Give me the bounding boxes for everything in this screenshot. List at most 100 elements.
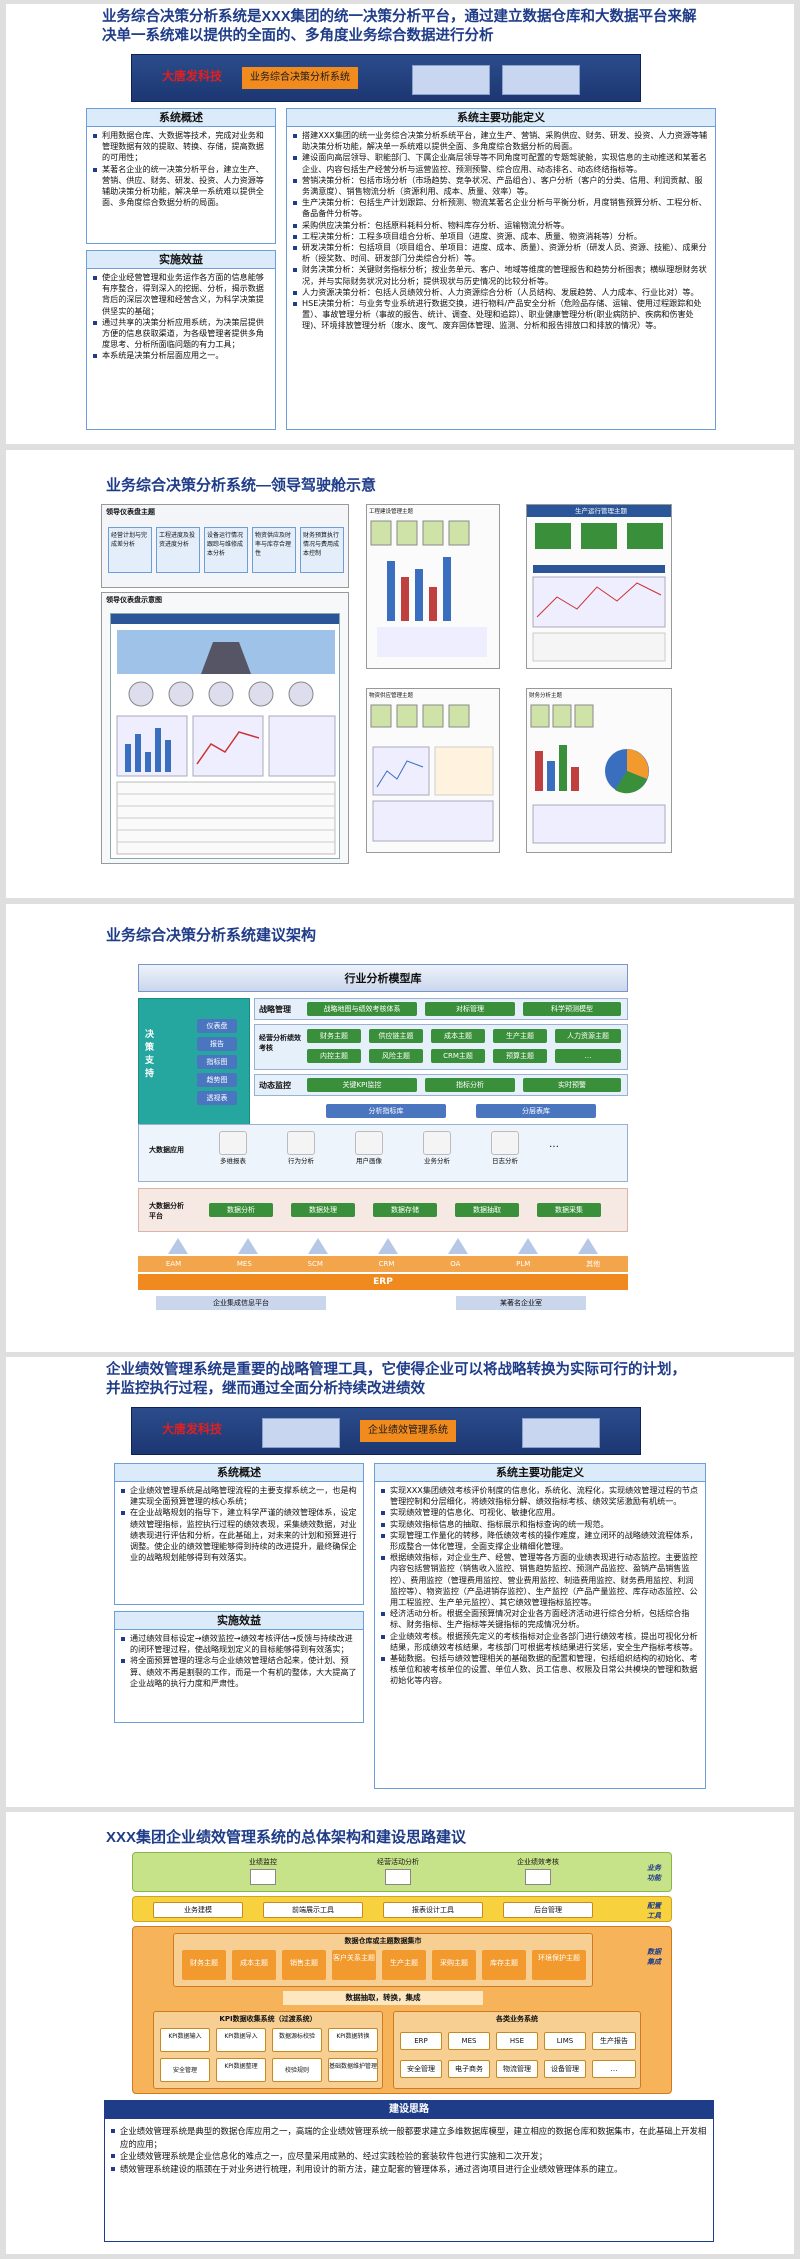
dw-item[interactable]: 财务主题: [182, 1950, 226, 1980]
app-item[interactable]: 多维报表: [211, 1131, 255, 1175]
list-item: 使企业经营管理和业务运作各方面的信息能够有序整合，得到深入的挖掘、分析，揭示数据…: [93, 272, 269, 317]
biz-item[interactable]: 安全管理: [400, 2060, 442, 2078]
theme-item[interactable]: 经营计划与完成差分析: [108, 527, 152, 573]
thumbnail-project[interactable]: 工程建设管理主题: [366, 504, 500, 669]
biz-item[interactable]: LIMS: [544, 2032, 586, 2050]
tool-item[interactable]: 前端展示工具: [263, 1902, 363, 1918]
perf-item[interactable]: 供应链主题: [369, 1029, 423, 1043]
dw-item[interactable]: 生产主题: [382, 1950, 426, 1980]
monitor-item[interactable]: 指标分析: [425, 1078, 515, 1092]
kpi-item[interactable]: 安全管理: [160, 2058, 210, 2082]
split-item[interactable]: 分层表库: [476, 1104, 596, 1118]
dw-item[interactable]: 采购主题: [432, 1950, 476, 1980]
monitor-item[interactable]: 关键KPI监控: [307, 1078, 417, 1092]
perf-item[interactable]: 财务主题: [307, 1029, 361, 1043]
biz-item[interactable]: HSE: [496, 2032, 538, 2050]
monitor-label: 动态监控: [259, 1081, 291, 1090]
dw-item[interactable]: 销售主题: [282, 1950, 326, 1980]
biz-item[interactable]: 物流管理: [496, 2060, 538, 2078]
platform-item[interactable]: 数据存储: [373, 1203, 437, 1217]
support-item[interactable]: 指标图: [197, 1055, 237, 1069]
top-item[interactable]: 业绩监控: [233, 1857, 293, 1887]
biz-item[interactable]: 生产报告: [592, 2032, 636, 2050]
bottom-platform[interactable]: 某著名企业室: [456, 1296, 586, 1310]
dw-item[interactable]: 客户关系主题: [332, 1950, 376, 1980]
support-item[interactable]: 仪表盘: [197, 1019, 237, 1033]
kpi-item[interactable]: 基础数据维护管理: [328, 2058, 378, 2082]
kpi-item[interactable]: 校验规则: [272, 2058, 322, 2082]
kpi-item[interactable]: KPI数据整理: [216, 2058, 266, 2082]
top-item[interactable]: 经营活动分析: [363, 1857, 433, 1887]
monitor-item[interactable]: 实时预警: [523, 1078, 621, 1092]
tool-item[interactable]: 报表设计工具: [383, 1902, 483, 1918]
platform-item[interactable]: 数据采集: [537, 1203, 601, 1217]
kpi-item[interactable]: KPI数据输入: [160, 2028, 210, 2052]
tool-item[interactable]: 后台管理: [503, 1902, 593, 1918]
perf-item[interactable]: 风险主题: [369, 1049, 423, 1063]
bottom-platform[interactable]: 企业集成信息平台: [156, 1296, 326, 1310]
support-item[interactable]: 趋势图: [197, 1073, 237, 1087]
overview-box: 系统概述 利用数据仓库、大数据等技术，完成对业务和管理数据有效的提取、转换、存储…: [86, 108, 276, 244]
thumbnail-production[interactable]: 生产运行管理主题: [526, 504, 672, 669]
dw-item[interactable]: 成本主题: [232, 1950, 276, 1980]
app-item[interactable]: 日志分析: [483, 1131, 527, 1175]
banner-system-tab[interactable]: 业务综合决策分析系统: [242, 67, 358, 89]
source-item[interactable]: PLM: [516, 1260, 531, 1268]
source-item[interactable]: SCM: [307, 1260, 323, 1268]
biz-item[interactable]: 电子商务: [448, 2060, 490, 2078]
theme-item[interactable]: 物资供应及时率与库存合理性: [252, 527, 296, 573]
thumb-title: 生产运行管理主题: [527, 505, 671, 517]
strategy-item[interactable]: 战略地图与绩效考核体系: [307, 1002, 417, 1016]
perf-item[interactable]: …: [555, 1049, 621, 1063]
platform-item[interactable]: 数据分析: [209, 1203, 273, 1217]
theme-item[interactable]: 设备运行情况跟踪与维修成本分析: [204, 527, 248, 573]
perf-item[interactable]: 生产主题: [493, 1029, 547, 1043]
dw-item[interactable]: 环境保护主题: [532, 1950, 586, 1980]
erp-bar[interactable]: ERP: [138, 1274, 628, 1290]
app-item[interactable]: 用户画像: [347, 1131, 391, 1175]
perf-item[interactable]: 人力资源主题: [555, 1029, 621, 1043]
tool-item[interactable]: 业务建模: [153, 1902, 243, 1918]
thumb-graphic: [530, 704, 666, 844]
thumbnail-finance[interactable]: 财务分析主题: [526, 688, 672, 853]
strategy-item[interactable]: 对标管理: [425, 1002, 515, 1016]
biz-item[interactable]: ERP: [400, 2032, 442, 2050]
theme-item[interactable]: 财务预算执行情况与费用成本控制: [300, 527, 344, 573]
split-item[interactable]: 分析指标库: [326, 1104, 446, 1118]
support-item[interactable]: 报告: [197, 1037, 237, 1051]
thumbnail-supply[interactable]: 物资供应管理主题: [366, 688, 500, 853]
strategy-item[interactable]: 科学预测模型: [523, 1002, 621, 1016]
kpi-item[interactable]: KPI数据导入: [216, 2028, 266, 2052]
banner-pane: [502, 65, 580, 95]
cockpit-panel: 领导仪表盘主题 经营计划与完成差分析 工程进度及投资进度分析 设备运行情况跟踪与…: [101, 504, 349, 588]
perf-item[interactable]: 成本主题: [431, 1029, 485, 1043]
kpi-item[interactable]: KPI数据转换: [328, 2028, 378, 2052]
platform-item[interactable]: 数据处理: [291, 1203, 355, 1217]
platform-item[interactable]: 数据抽取: [455, 1203, 519, 1217]
biz-item[interactable]: MES: [448, 2032, 490, 2050]
app-item[interactable]: 业务分析: [415, 1131, 459, 1175]
perf-item[interactable]: CRM主题: [431, 1049, 485, 1063]
dw-item[interactable]: 库存主题: [482, 1950, 526, 1980]
kpi-item[interactable]: 数据源标校验: [272, 2028, 322, 2052]
banner-system-tab[interactable]: 企业绩效管理系统: [360, 1420, 456, 1442]
app-item[interactable]: 行为分析: [279, 1131, 323, 1175]
source-item[interactable]: EAM: [165, 1260, 182, 1268]
biz-item[interactable]: 设备管理: [544, 2060, 586, 2078]
list-item: 实现管理工作量化的转移，降低绩效考核的操作难度，建立闭环的战略绩效流程体系，形成…: [381, 1530, 699, 1552]
biz-item[interactable]: …: [592, 2060, 636, 2078]
source-item[interactable]: MES: [236, 1260, 252, 1268]
source-item[interactable]: CRM: [378, 1260, 395, 1268]
top-item-label: 企业绩效考核: [517, 1858, 559, 1866]
idea-list: 企业绩效管理系统是典型的数据仓库应用之一，高端的企业绩效管理系统一般都要求建立多…: [105, 2119, 713, 2175]
theme-item[interactable]: 工程进度及投资进度分析: [156, 527, 200, 573]
perf-item[interactable]: 内控主题: [307, 1049, 361, 1063]
top-item[interactable]: 企业绩效考核: [503, 1857, 573, 1887]
source-item[interactable]: 其他: [586, 1260, 601, 1268]
support-item[interactable]: 透视表: [197, 1091, 237, 1105]
bigdata-app-label: 大数据应用: [149, 1146, 184, 1154]
perf-item[interactable]: 预算主题: [493, 1049, 547, 1063]
app-icon: [423, 1131, 451, 1155]
source-item[interactable]: OA: [450, 1260, 461, 1268]
list-item: 在企业战略规划的指导下，建立科学严谨的绩效管理体系，设定绩效管理指标，监控执行过…: [121, 1507, 357, 1563]
